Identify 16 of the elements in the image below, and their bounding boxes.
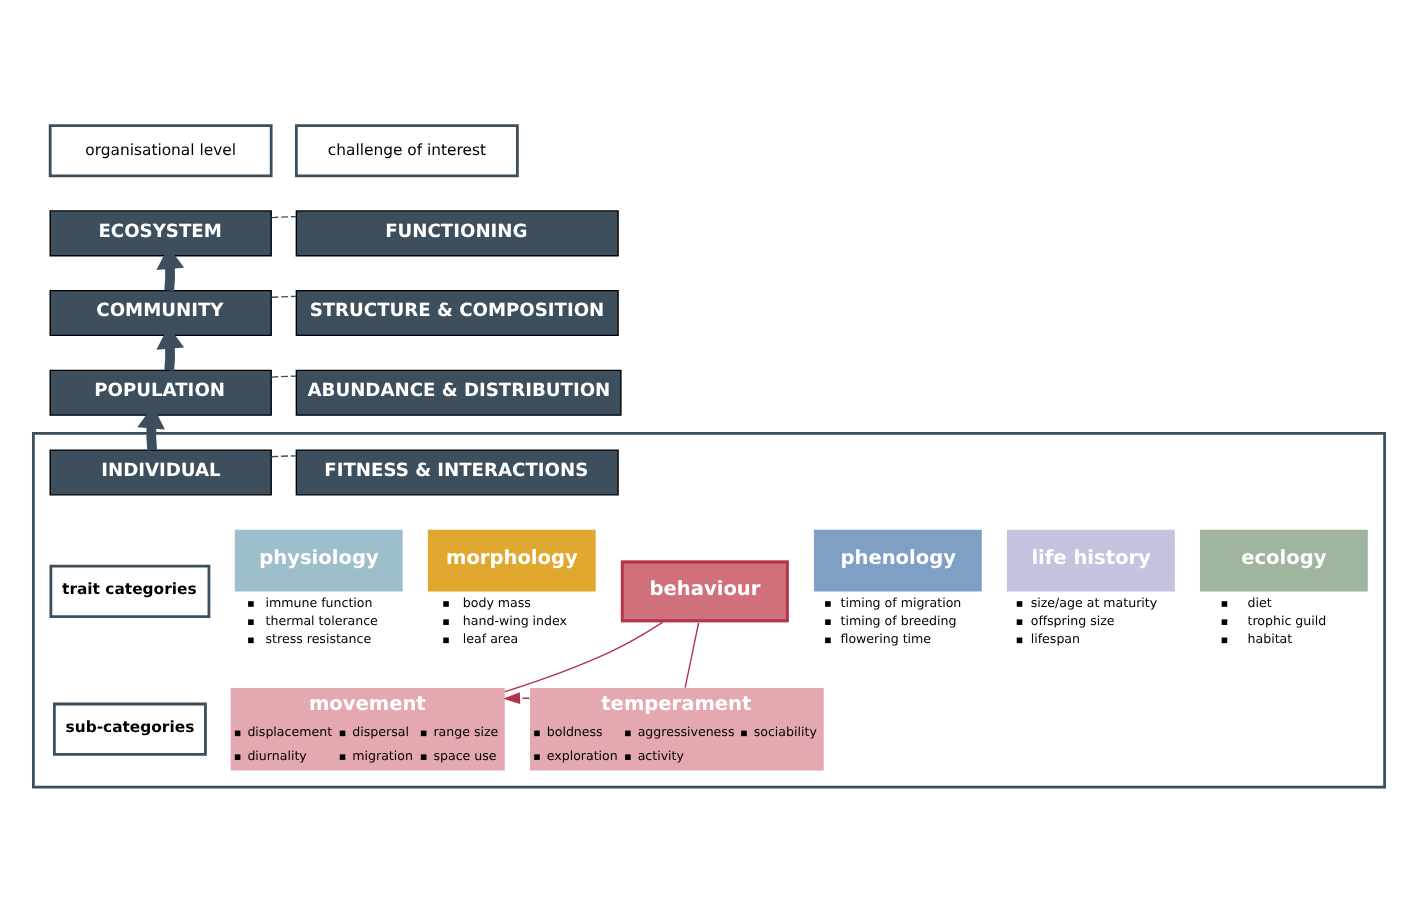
connector xyxy=(504,621,664,693)
connector xyxy=(684,622,700,689)
connector xyxy=(270,375,297,378)
node-box: STRUCTURE & COMPOSITION xyxy=(295,289,619,337)
node-box: POPULATION xyxy=(49,369,272,416)
node-box: ECOSYSTEM xyxy=(49,210,272,257)
connector xyxy=(270,455,298,458)
node-box: ABUNDANCE & DISTRIBUTION xyxy=(295,369,622,416)
connector xyxy=(270,215,298,219)
node-box: INDIVIDUAL xyxy=(49,449,272,496)
node-box: FITNESS & INTERACTIONS xyxy=(295,449,619,496)
connector xyxy=(270,295,298,298)
node-box: FUNCTIONING xyxy=(295,210,619,257)
arrow xyxy=(503,692,531,705)
node-box: COMMUNITY xyxy=(49,289,272,337)
cluster xyxy=(32,431,1386,789)
